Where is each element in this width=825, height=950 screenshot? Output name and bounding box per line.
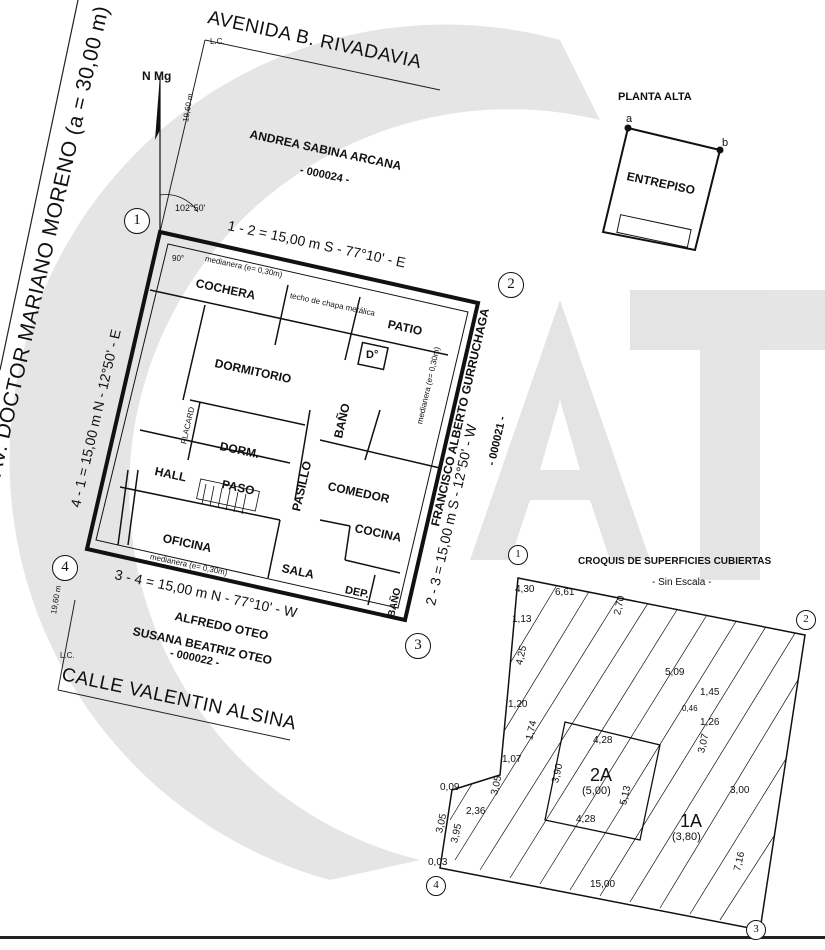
dim: 15,00 — [590, 879, 616, 890]
north-label: N Mg — [142, 69, 172, 83]
vertex-2: 2 — [498, 272, 524, 298]
stair — [196, 478, 260, 515]
vertex-4: 4 — [52, 555, 78, 581]
dim: 1,26 — [700, 717, 720, 728]
dim: 4,28 — [576, 814, 596, 825]
croquis-node-2: 2 — [796, 610, 816, 630]
dim: 1,07 — [502, 754, 522, 765]
north-arrow — [155, 75, 199, 232]
dim: 0,03 — [428, 857, 448, 868]
dim: 0,46 — [682, 704, 698, 713]
area-2a-sub: (5,00) — [582, 785, 611, 797]
croquis-node-1: 1 — [508, 545, 528, 565]
bottom-border — [0, 936, 825, 939]
area-1a-sub: (3,80) — [672, 831, 701, 843]
street-lines — [0, 0, 441, 741]
vertex-1: 1 — [124, 208, 150, 234]
lot-boundary — [84, 229, 481, 623]
area-2a-label: 2A — [590, 765, 613, 785]
upper-point-b: b — [722, 137, 729, 149]
croquis-hatch — [440, 579, 805, 921]
area-1a-label: 1A — [680, 811, 703, 831]
lc-top: L.C. — [210, 37, 225, 46]
upper-point-a: a — [626, 113, 633, 125]
croquis-title: CROQUIS DE SUPERFICIES CUBIERTAS — [578, 556, 772, 567]
croquis-sketch — [439, 577, 806, 931]
room-deposito: D° — [366, 349, 379, 361]
dim: 1,13 — [512, 614, 532, 625]
interior-walls — [117, 284, 449, 606]
dim: 3,00 — [730, 785, 750, 796]
dim: 1,20 — [508, 699, 528, 710]
croquis-node-4: 4 — [426, 876, 446, 896]
angle-1: 102°50' — [175, 203, 206, 213]
dim: 0,09 — [440, 782, 460, 793]
dim: 2,36 — [466, 806, 486, 817]
angle-corner-1: 90° — [172, 254, 185, 263]
vertex-3: 3 — [405, 633, 431, 659]
croquis-node-3: 3 — [746, 920, 766, 940]
croquis-subtitle: - Sin Escala - — [652, 577, 712, 588]
dim: 4,28 — [593, 735, 613, 746]
dim: 1,45 — [700, 687, 720, 698]
dim: 5,09 — [665, 667, 685, 678]
lc-bottom: L.C. — [60, 651, 75, 660]
dim: 6,61 — [555, 587, 575, 598]
dim: 4,30 — [515, 584, 535, 595]
upper-floor-title: PLANTA ALTA — [618, 91, 692, 103]
upper-floor-sketch — [601, 124, 724, 252]
